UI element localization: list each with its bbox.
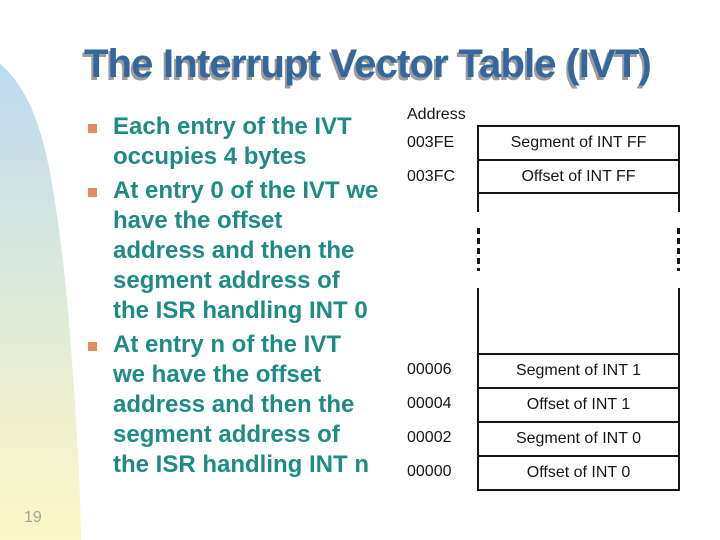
bullet-line: the ISR handling INT 0: [113, 297, 368, 324]
address-label: 003FE: [407, 134, 455, 151]
bullet-line: At entry 0 of the IVT we: [113, 177, 379, 204]
table-break-dashed-line: [677, 228, 680, 271]
table-side-line: [477, 288, 479, 355]
bullet-item: Each entry of the IVT occupies 4 bytes: [86, 112, 406, 172]
bullet-square-icon: [88, 342, 97, 351]
bullet-line: address and then the: [113, 391, 355, 418]
ivt-cell: Offset of INT 0: [477, 455, 680, 491]
address-label: 00000: [407, 463, 452, 480]
address-column-header: Address: [407, 106, 466, 123]
table-break-dashed-line: [477, 228, 480, 271]
page-title: The Interrupt Vector Table (IVT): [84, 42, 652, 86]
address-label: 00004: [407, 395, 452, 412]
address-label: 00002: [407, 429, 452, 446]
bullet-item: At entry n of the IVT we have the offset…: [86, 330, 406, 480]
table-side-line: [678, 288, 680, 355]
bullet-line: occupies 4 bytes: [113, 143, 307, 170]
address-label: 003FC: [407, 168, 456, 185]
bullet-line: Each entry of the IVT: [113, 113, 352, 140]
table-side-line: [477, 192, 479, 212]
bullet-line: address and then the: [113, 237, 355, 264]
ivt-cell: Segment of INT 0: [477, 421, 680, 457]
background-gradient-curve: [0, 64, 81, 540]
page-number: 19: [24, 509, 42, 526]
bullet-square-icon: [88, 124, 97, 133]
ivt-cell: Segment of INT FF: [477, 125, 680, 161]
bullet-line: have the offset: [113, 207, 283, 234]
address-label: 00006: [407, 361, 452, 378]
ivt-cell: Segment of INT 1: [477, 353, 680, 389]
bullet-line: segment address of: [113, 421, 340, 448]
ivt-cell: Offset of INT FF: [477, 159, 680, 194]
bullet-item: At entry 0 of the IVT we have the offset…: [86, 176, 406, 326]
table-side-line: [678, 192, 680, 212]
bullet-line: we have the offset: [113, 361, 322, 388]
bullet-list: Each entry of the IVT occupies 4 bytes A…: [86, 112, 406, 480]
ivt-cell: Offset of INT 1: [477, 387, 680, 423]
bullet-line: segment address of: [113, 267, 340, 294]
bullet-line: the ISR handling INT n: [113, 451, 369, 478]
bullet-line: At entry n of the IVT: [113, 331, 341, 358]
bullet-square-icon: [88, 188, 97, 197]
